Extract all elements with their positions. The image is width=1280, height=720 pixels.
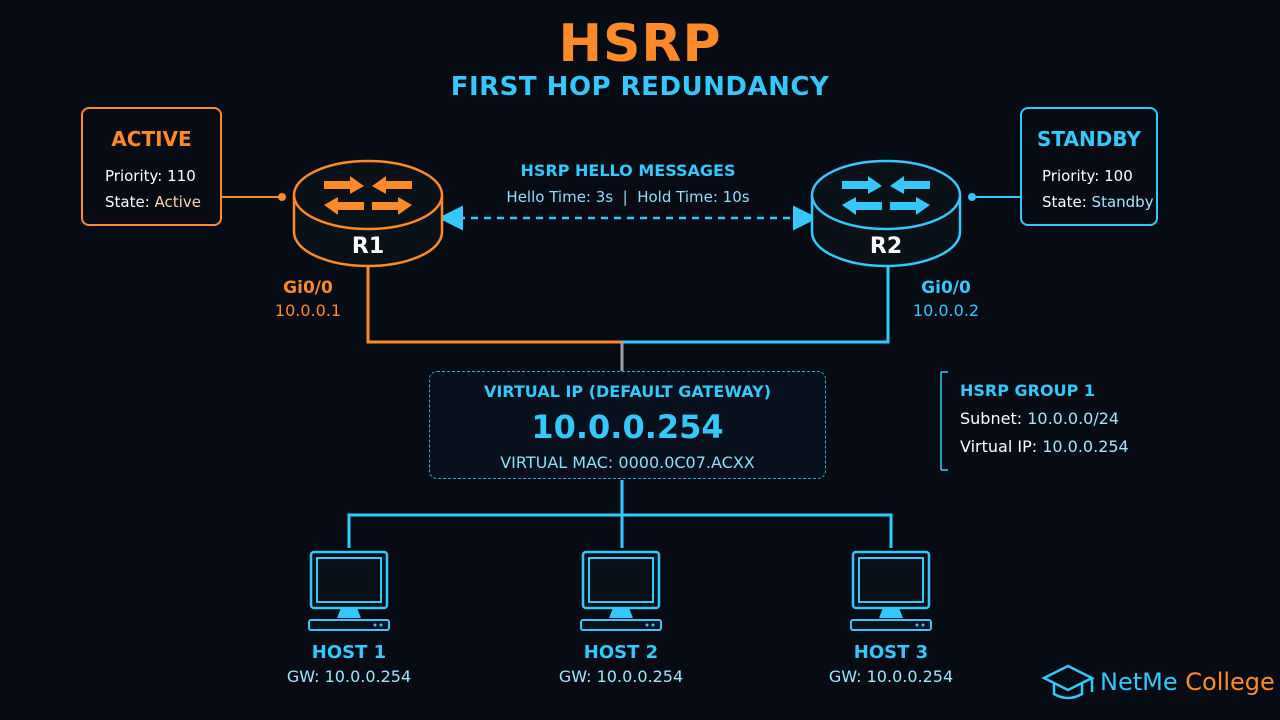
active-heading: ACTIVE [111,127,192,151]
page-subtitle: FIRST HOP REDUNDANCY [450,72,830,102]
host-3-name: HOST 3 [853,642,929,663]
group-vip-value: 10.0.0.254 [1042,437,1129,456]
group-subnet-value: 10.0.0.0/24 [1027,409,1120,428]
graduation-cap-icon [1041,664,1095,700]
r1-interface-ip: 10.0.0.1 [274,301,342,320]
active-state-value: Active [154,193,201,211]
router-r1-name: R1 [351,234,385,259]
r2-link [622,266,890,344]
page-title: HSRP [558,14,722,74]
host-1-name: HOST 1 [311,642,387,663]
router-r2-icon[interactable] [810,159,962,268]
group-subnet-row: Subnet: 10.0.0.0/24 [960,405,1260,433]
active-priority-label: Priority: [105,167,163,185]
virtual-ip-box: VIRTUAL IP (DEFAULT GATEWAY) 10.0.0.254 … [429,371,826,479]
group-subnet-label: Subnet: [960,409,1023,428]
active-priority-value: 110 [167,167,196,185]
standby-heading: STANDBY [1037,127,1141,151]
router-r1-icon[interactable] [292,159,444,268]
virtual-mac: VIRTUAL MAC: 0000.0C07.ACXX [500,453,755,472]
r1-link [366,266,622,344]
host-3-computer-icon[interactable] [850,550,932,631]
hsrp-group-info: HSRP GROUP 1 Subnet: 10.0.0.0/24 Virtual… [960,377,1260,461]
r2-interface-ip: 10.0.0.2 [912,301,980,320]
virtual-ip-value: 10.0.0.254 [531,408,724,446]
active-priority-row: Priority: 110 [105,163,220,189]
host-tree-links [347,480,893,548]
host-2-name: HOST 2 [583,642,659,663]
r1-interface-label: Gi0/0 [283,278,333,298]
standby-priority-row: Priority: 100 [1042,163,1156,189]
brand-name-part2: College [1185,668,1275,696]
standby-box-connector [968,193,1020,201]
brand-name-part1: NetMe [1100,668,1178,696]
standby-state-label: State: [1042,193,1087,211]
host-1-computer-icon[interactable] [308,550,390,631]
host-1-gateway: GW: 10.0.0.254 [286,667,412,686]
r2-interface-label: Gi0/0 [921,278,971,298]
standby-priority-value: 100 [1104,167,1133,185]
host-2-gateway: GW: 10.0.0.254 [558,667,684,686]
active-status-box: ACTIVE Priority: 110 State: Active [81,107,222,226]
standby-status-box: STANDBY Priority: 100 State: Standby [1020,107,1158,226]
router-r2-name: R2 [869,234,903,259]
hello-times: Hello Time: 3s | Hold Time: 10s [506,188,750,206]
virtual-ip-label: VIRTUAL IP (DEFAULT GATEWAY) [483,382,772,401]
standby-state-row: State: Standby [1042,189,1156,215]
group-vip-label: Virtual IP: [960,437,1038,456]
active-state-label: State: [105,193,150,211]
active-box-connector [222,193,286,201]
host-2-computer-icon[interactable] [580,550,662,631]
hello-title: HSRP HELLO MESSAGES [520,161,736,180]
group-vip-row: Virtual IP: 10.0.0.254 [960,433,1260,461]
standby-state-value: Standby [1091,193,1154,211]
group-title: HSRP GROUP 1 [960,381,1096,400]
active-state-row: State: Active [105,189,220,215]
standby-priority-label: Priority: [1042,167,1100,185]
brand-logo: NetMe College [1100,668,1275,696]
host-3-gateway: GW: 10.0.0.254 [828,667,954,686]
